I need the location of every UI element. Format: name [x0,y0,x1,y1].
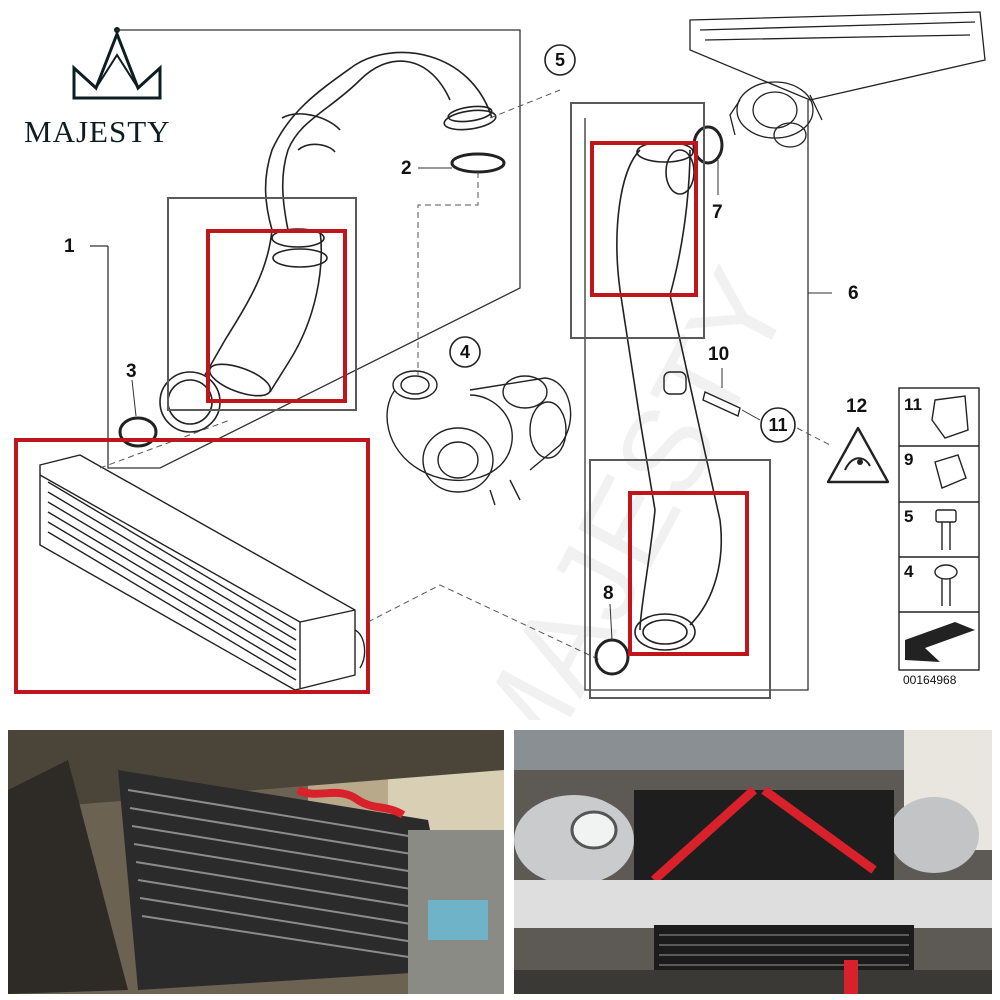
clip-icon [931,395,969,439]
detail-frame-left [167,197,357,411]
bolt-icon-4 [934,564,958,606]
photo-front-end-installed [514,730,992,994]
gasket-ring-7 [692,125,724,165]
engine-intake [689,11,986,148]
gasket-ring-3 [118,416,158,448]
arrow-icon [905,622,975,662]
majesty-logo: MAJESTY [24,27,171,149]
highlight-box-left-hose [206,229,347,403]
callout-4: 4 [460,342,470,362]
parts-legend: 11 9 5 4 00164968 [898,387,980,687]
detail-frame-right-bottom [589,459,771,699]
photo-intercooler-installed [8,730,504,994]
legend-label-5: 5 [904,507,913,526]
charge-pipe-upper-left [159,51,497,433]
callout-7: 7 [712,202,723,223]
callout-2: 2 [401,158,412,179]
warning-triangle-12 [826,426,890,484]
detail-frame-right-top [570,102,705,339]
callout-10: 10 [708,344,729,365]
turbocharger-4 [386,370,572,506]
legend-label-11: 11 [904,395,922,414]
highlight-box-right-top [590,141,698,297]
bolt-icon-5 [935,509,957,550]
nut-icon [934,454,967,489]
assembly-bracket-6 [584,100,809,691]
callout-1: 1 [64,236,75,257]
gasket-ring-2 [450,152,506,174]
parts-diagram: MAJESTY MAJESTY [14,11,986,720]
callout-3: 3 [126,361,137,382]
callout-11: 11 [768,415,787,435]
crown-icon [72,29,162,100]
legend-label-9: 9 [904,450,913,469]
diagram-code: 00164968 [903,673,957,687]
highlight-box-right-bottom [628,491,749,656]
intercooler [39,454,366,691]
highlight-box-intercooler [14,438,370,694]
callout-8: 8 [603,583,614,604]
callout-5: 5 [555,50,565,70]
legend-label-4: 4 [904,562,914,581]
callout-6: 6 [848,283,859,304]
callout-12: 12 [846,396,867,417]
assembly-bracket-1 [107,29,521,469]
sensor-10 [663,368,741,417]
brand-name: MAJESTY [24,114,171,149]
